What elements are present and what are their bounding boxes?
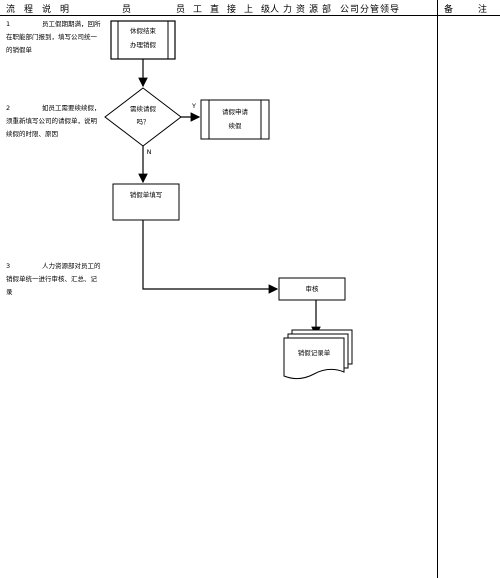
record-label: 销假记录单 (297, 349, 331, 357)
header-hr: 人力资源部 (270, 5, 336, 15)
step-number: 1 (6, 20, 11, 28)
renew-box-label: 请假申请 续假 (209, 105, 261, 133)
review-label: 审核 (305, 285, 319, 293)
record-doc-front (283, 337, 345, 380)
remarks-column-divider (437, 0, 438, 578)
header-divider (0, 15, 500, 16)
step-text: 如员工需要续续假，须重新填写公司的请假单，说明续假的时限、原因 (6, 104, 101, 138)
renew-line2: 续假 (228, 122, 242, 130)
header-supervisor: 员工直接上级 (176, 5, 279, 15)
header-remarks: 备 注 (444, 5, 496, 15)
yes-label: Y (192, 102, 196, 110)
step-number: 2 (6, 104, 11, 112)
decision-line2: 吗？ (136, 118, 150, 126)
renew-line1: 请假申请 (222, 108, 248, 116)
decision-label: 需续请假 吗？ (118, 103, 168, 129)
step-number: 3 (6, 262, 11, 270)
step-text: 人力资源部对员工的销假单统一进行审核、汇总、记录 (6, 262, 101, 296)
step-text: 员工假期期满，回所在职能部门报到，填写公司统一的销假单 (6, 20, 101, 54)
renew-box (200, 99, 270, 140)
start-line2: 办理销假 (130, 41, 156, 49)
arrow-form-to-review (142, 220, 279, 294)
no-label: N (146, 148, 152, 156)
start-box-label: 休假结束 办理销假 (118, 24, 168, 52)
start-line1: 休假结束 (130, 27, 156, 35)
header-process-desc: 流 程 说 明 (6, 5, 70, 15)
decision-line1: 需续请假 (130, 105, 156, 113)
fill-form-box (112, 183, 180, 221)
review-box (278, 277, 346, 301)
header-leader: 公司分管领导 (340, 5, 401, 15)
header-employee: 员 (122, 5, 132, 15)
start-box (110, 20, 176, 60)
fill-form-label: 销假单填写 (129, 191, 163, 199)
